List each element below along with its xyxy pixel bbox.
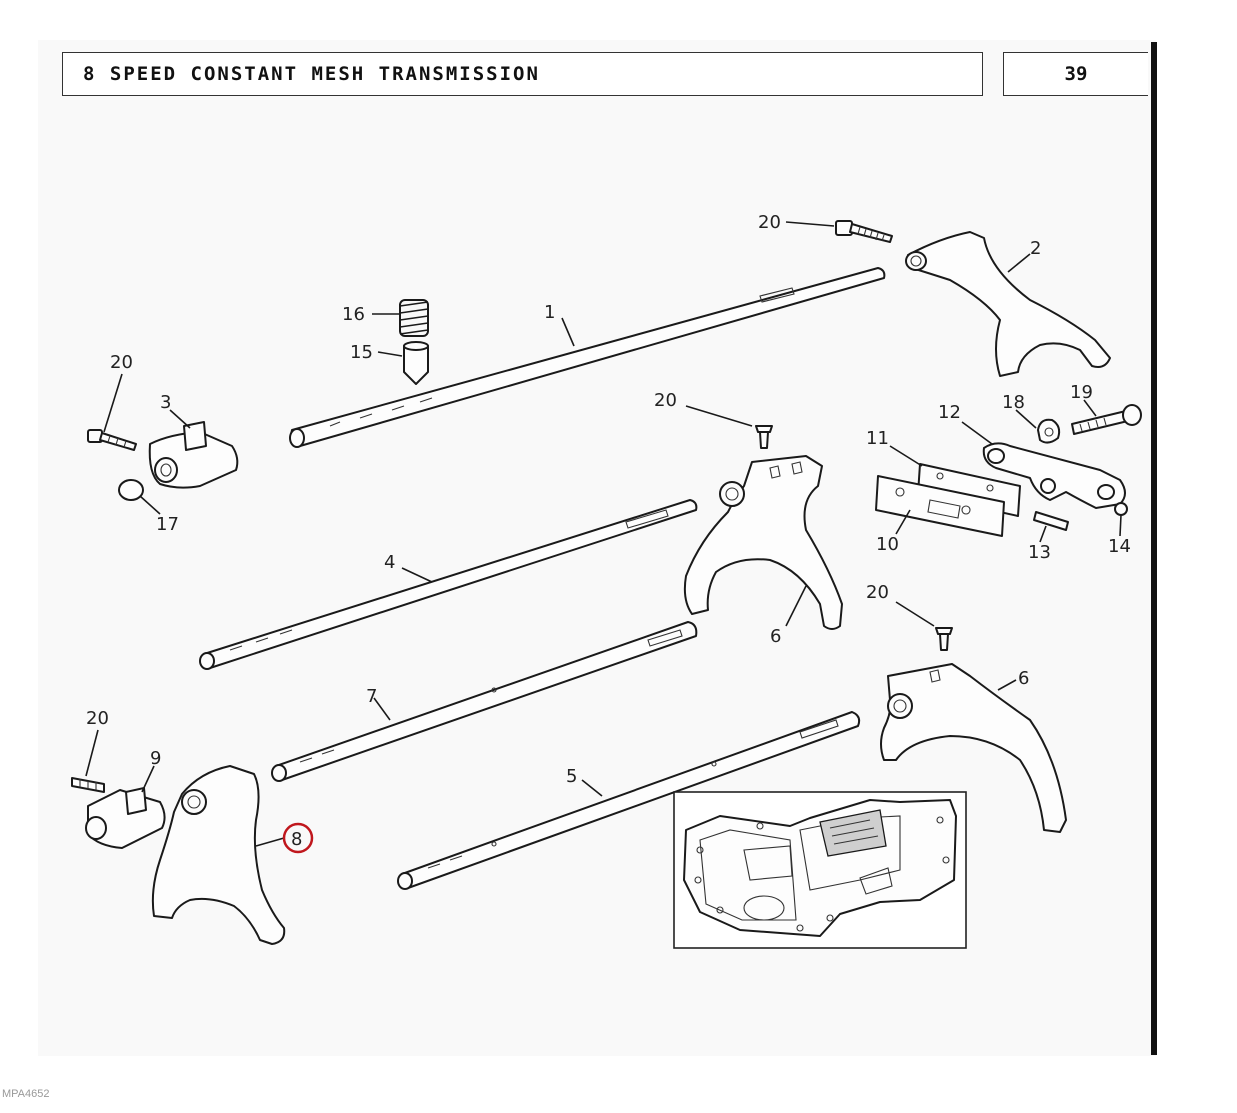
bolt-19[interactable] [1071, 404, 1142, 435]
shift-fork-2[interactable] [905, 231, 1111, 377]
callout-20-lower-left[interactable]: 20 [86, 708, 109, 729]
gearbox-housing-inset [673, 791, 967, 949]
interlock-link-12[interactable] [982, 442, 1126, 509]
callout-2[interactable]: 2 [1030, 238, 1041, 259]
shift-fork-8[interactable] [151, 765, 286, 945]
callout-20-middle[interactable]: 20 [654, 390, 677, 411]
callout-20-top[interactable]: 20 [758, 212, 781, 233]
callout-19[interactable]: 19 [1070, 382, 1093, 403]
highlight-ring-callout-8 [282, 822, 314, 854]
callout-4[interactable]: 4 [384, 552, 395, 573]
page-number-box: 39 [1003, 52, 1148, 96]
callout-11[interactable]: 11 [866, 428, 889, 449]
leader-lines [85, 221, 1122, 847]
callout-20-right[interactable]: 20 [866, 582, 889, 603]
callout-labels: 1 2 3 4 5 6 6 7 8 9 10 11 12 13 14 15 16… [86, 212, 1131, 850]
callout-18[interactable]: 18 [1002, 392, 1025, 413]
title-box: 8 SPEED CONSTANT MESH TRANSMISSION [62, 52, 983, 96]
screw-20-right[interactable] [935, 627, 953, 651]
page-number: 39 [1064, 63, 1088, 85]
o-ring-17[interactable] [118, 479, 144, 501]
screw-20-middle[interactable] [755, 425, 773, 449]
bolt-20-left[interactable] [87, 429, 137, 451]
spring-16[interactable] [399, 299, 429, 337]
bolt-20-top[interactable] [835, 220, 893, 243]
callout-20-left[interactable]: 20 [110, 352, 133, 373]
callout-16[interactable]: 16 [342, 304, 365, 325]
roll-pin-13[interactable] [1033, 511, 1069, 531]
callout-13[interactable]: 13 [1028, 542, 1051, 563]
callout-3[interactable]: 3 [160, 392, 171, 413]
plunger-15[interactable] [403, 341, 429, 385]
shaft-4[interactable] [199, 499, 698, 670]
callout-5[interactable]: 5 [566, 766, 577, 787]
shaft-1[interactable] [289, 267, 886, 448]
callout-6-lower[interactable]: 6 [1018, 668, 1029, 689]
callout-10[interactable]: 10 [876, 534, 899, 555]
callout-7[interactable]: 7 [366, 686, 377, 707]
bolt-20-lower-left[interactable] [71, 777, 105, 793]
shaft-5[interactable] [397, 711, 861, 890]
ball-14[interactable] [1114, 502, 1128, 516]
callout-14[interactable]: 14 [1108, 536, 1131, 557]
callout-6-upper[interactable]: 6 [770, 626, 781, 647]
callout-1[interactable]: 1 [544, 302, 555, 323]
selector-block-3[interactable] [148, 421, 239, 489]
callout-12[interactable]: 12 [938, 402, 961, 423]
callout-17[interactable]: 17 [156, 514, 179, 535]
shaft-7[interactable] [271, 621, 698, 782]
selector-block-9[interactable] [85, 787, 166, 849]
callout-15[interactable]: 15 [350, 342, 373, 363]
shift-fork-6-lower[interactable] [880, 663, 1067, 833]
shift-fork-6-upper[interactable] [683, 455, 843, 630]
plate-10[interactable] [875, 475, 1005, 537]
callout-9[interactable]: 9 [150, 748, 161, 769]
diagram-title: 8 SPEED CONSTANT MESH TRANSMISSION [83, 63, 540, 85]
callout-8[interactable]: 8 [291, 829, 302, 850]
page-edge-rule [1151, 42, 1157, 1055]
image-code: MPA4652 [2, 1088, 50, 1100]
circlip-18[interactable] [1037, 418, 1061, 444]
